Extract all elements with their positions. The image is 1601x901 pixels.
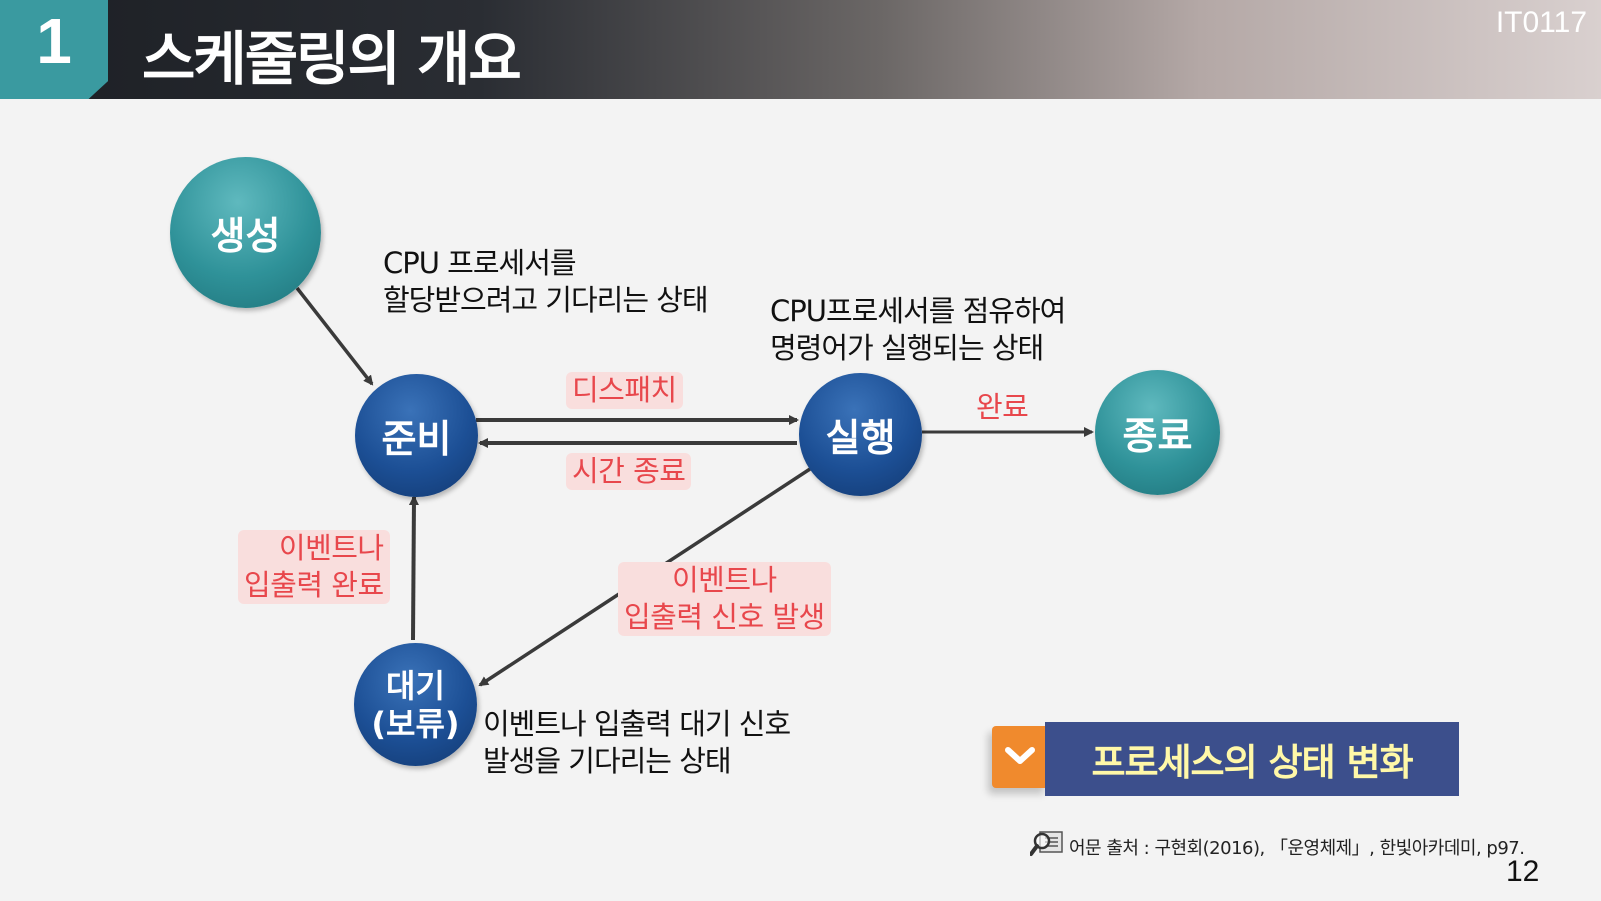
header-bar	[0, 0, 1601, 99]
arrow-wait-to-ready	[408, 495, 419, 641]
node-running: 실행	[799, 373, 922, 496]
label-complete: 완료	[976, 390, 1029, 424]
page-title: 스케줄링의 개요	[142, 25, 522, 93]
description-ready: CPU 프로세서를 할당받으려고 기다리는 상태	[383, 246, 709, 317]
section-number-box: 1	[0, 0, 108, 99]
node-wait: 대기 (보류)	[354, 643, 477, 766]
arrow-create-to-ready	[295, 286, 374, 386]
banner-title: 프로세스의 상태 변화	[1045, 722, 1459, 796]
check-icon	[1005, 747, 1035, 764]
banner-tab	[992, 726, 1048, 788]
node-ready: 준비	[355, 374, 478, 497]
label-io-complete: 이벤트나 입출력 완료	[238, 530, 390, 604]
page-number: 12	[1506, 855, 1540, 888]
node-create: 생성	[170, 157, 321, 308]
magnifier-icon	[1030, 831, 1063, 856]
label-timeout: 시간 종료	[566, 453, 692, 490]
description-running: CPU프로세서를 점유하여 명령어가 실행되는 상태	[770, 294, 1066, 365]
label-dispatch: 디스패치	[566, 372, 683, 409]
section-number: 1	[36, 5, 72, 77]
course-code: IT0117	[1495, 6, 1587, 39]
description-wait: 이벤트나 입출력 대기 신호 발생을 기다리는 상태	[483, 707, 791, 778]
label-io-signal: 이벤트나 입출력 신호 발생	[618, 562, 831, 636]
source-citation: 어문 출처 : 구현회(2016), 「운영체제」, 한빛아카데미, p97.	[1069, 838, 1525, 859]
node-terminated: 종료	[1095, 370, 1220, 495]
